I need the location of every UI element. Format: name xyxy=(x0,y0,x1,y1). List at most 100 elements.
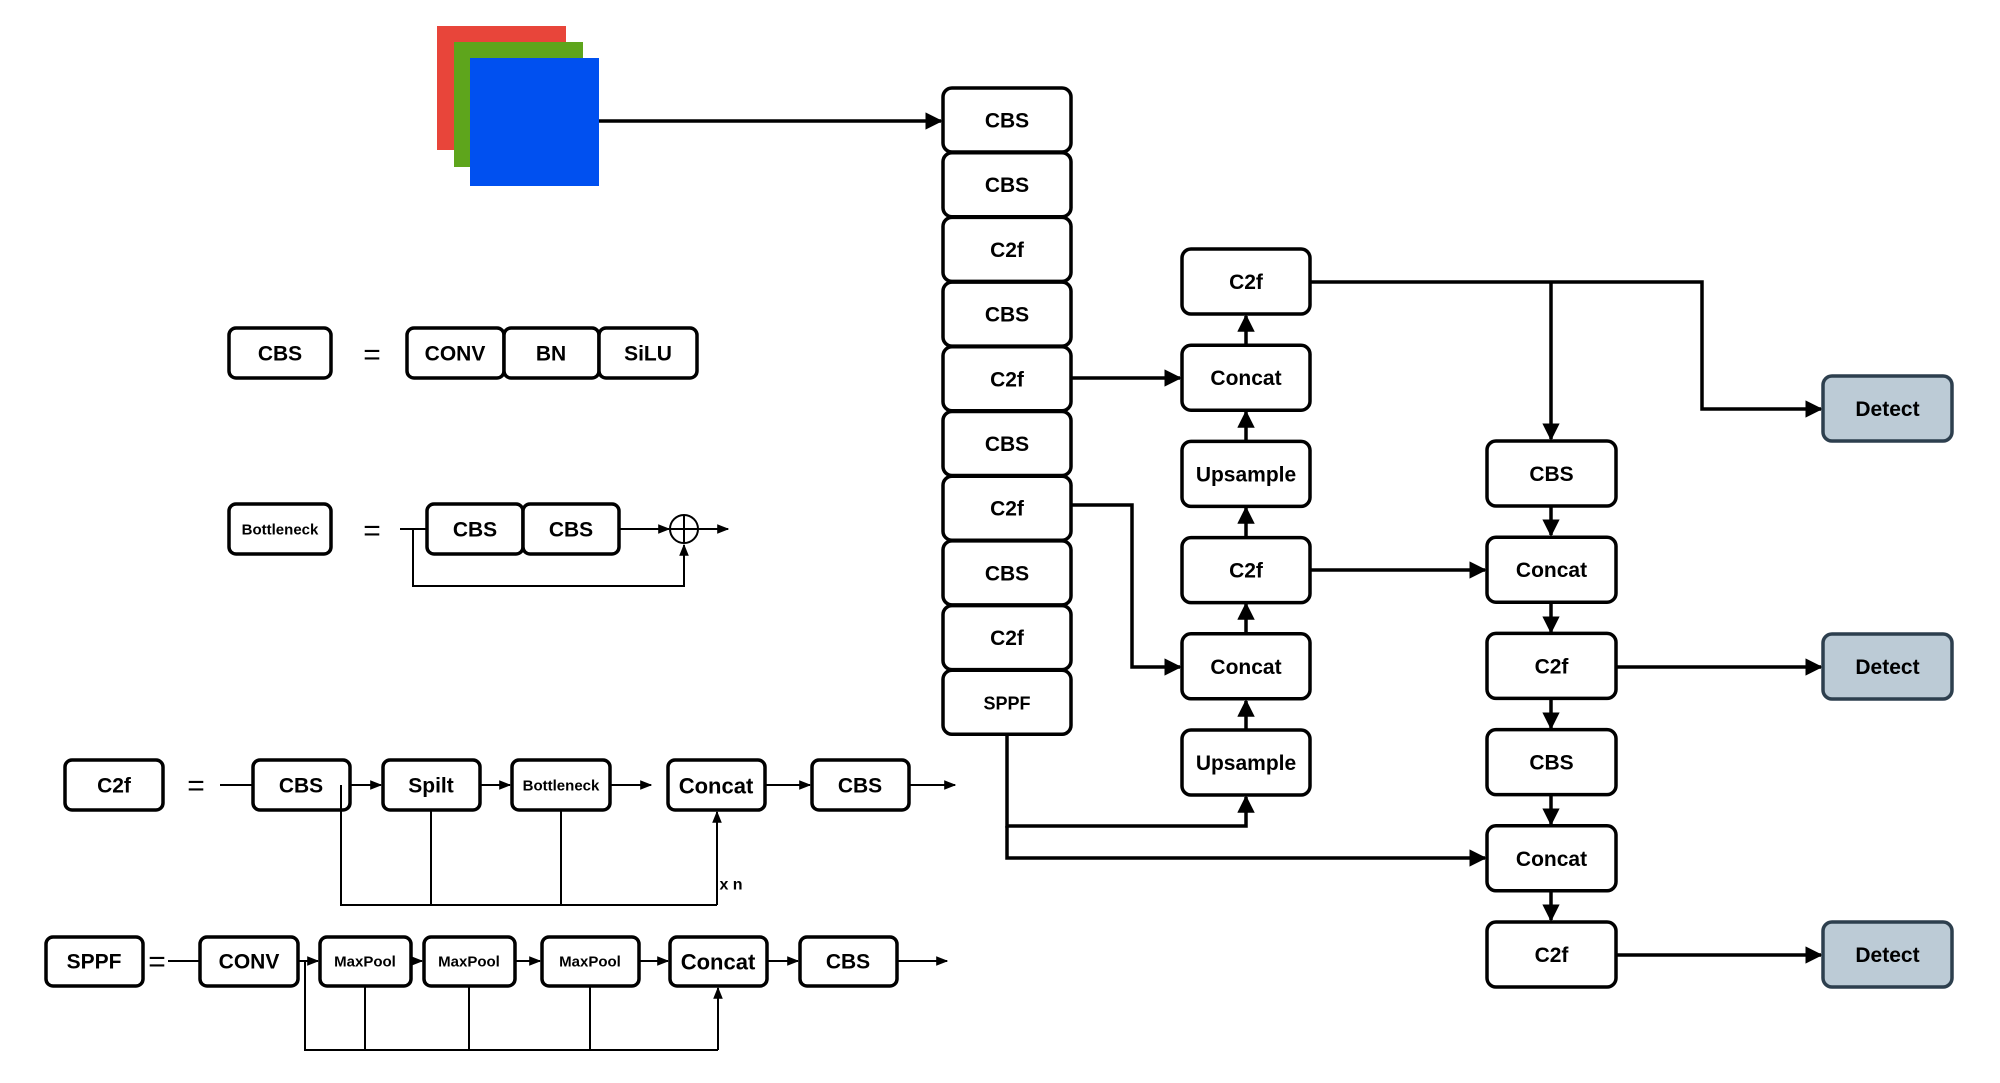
head-concat-5: Concat xyxy=(1485,824,1618,893)
legend-sppf-concat-label: Concat xyxy=(681,950,756,975)
backbone-cbs-8-label: CBS xyxy=(985,562,1029,585)
head-cbs-1: CBS xyxy=(1485,439,1618,508)
legend-sppf-label: SPPF xyxy=(67,951,122,974)
neck-upsample-3-label: Upsample xyxy=(1196,463,1296,486)
legend-cbs-conv-label: CONV xyxy=(425,343,486,366)
legend-cbs-silu-box xyxy=(597,326,699,380)
sppf-to-upsample-arrow xyxy=(1005,735,1255,828)
legend-c2f-bottleneck-label: Bottleneck xyxy=(523,778,600,795)
input-channel-blue xyxy=(470,58,599,186)
neck-c2f-1: C2f xyxy=(1180,247,1312,316)
head-concat-5-box xyxy=(1485,824,1618,893)
backbone-c2f-7-label: C2f xyxy=(990,498,1025,521)
legend-bottleneck-label: Bottleneck xyxy=(242,522,319,539)
input-image xyxy=(437,26,599,186)
backbone-cbs-2: CBS xyxy=(941,150,1073,219)
detect-head-1-box xyxy=(1821,374,1954,443)
backbone-sppf-10: SPPF xyxy=(941,668,1073,737)
neck-concat-2-box xyxy=(1180,343,1312,412)
backbone-c2f-3: C2f xyxy=(941,215,1073,284)
head-cbs-1-box xyxy=(1485,439,1618,508)
detect-head-3-box xyxy=(1821,920,1954,989)
head-c2f-6: C2f xyxy=(1485,920,1618,989)
backbone-c2f-5-label: C2f xyxy=(990,368,1025,391)
head-c2f-3-box xyxy=(1485,631,1618,701)
backbone-cbs-1: CBS xyxy=(941,86,1073,154)
backbone-c2f-9: C2f xyxy=(941,603,1073,672)
neck-concat-5: Concat xyxy=(1180,632,1312,701)
backbone-c2f-p4-to-concat-arrow xyxy=(1071,503,1182,676)
legend-bottleneck-cbs2-label: CBS xyxy=(549,519,593,542)
head-cbs-4-label: CBS xyxy=(1529,752,1573,775)
connectors xyxy=(599,112,1823,964)
legend-c2f-cbs1-label: CBS xyxy=(279,775,323,798)
legend-c2f-split-label: Spilt xyxy=(408,775,454,798)
backbone-cbs-4-label: CBS xyxy=(985,304,1029,327)
legend-cbs-bn-label: BN xyxy=(536,343,566,366)
backbone-cbs-2-label: CBS xyxy=(985,174,1029,197)
legend-bottleneck-box xyxy=(227,502,333,556)
detect-head-2-box xyxy=(1821,632,1954,701)
bottleneck-residual-arrow xyxy=(412,529,689,587)
neck-c2f-4: C2f xyxy=(1180,535,1312,605)
legend-sppf: SPPF = CONV MaxPool MaxPool MaxPool Conc… xyxy=(44,935,949,1051)
legend-c2f: C2f = CBS Spilt Bottleneck Concat CBS x … xyxy=(63,758,957,906)
neck-upsample-3: Upsample xyxy=(1180,439,1312,509)
legend-sppf-maxpool2-label: MaxPool xyxy=(438,954,500,971)
head-cbs-4-box xyxy=(1485,727,1618,797)
head-concat-5-label: Concat xyxy=(1516,848,1587,871)
backbone-sppf-10-label: SPPF xyxy=(983,693,1030,713)
backbone-cbs-1-label: CBS xyxy=(985,110,1029,133)
legend-c2f-cbs2-label: CBS xyxy=(838,775,882,798)
legend-bottleneck: Bottleneck = CBS CBS xyxy=(227,502,730,587)
legend-cbs-silu-label: SiLU xyxy=(624,343,672,366)
add-circle-icon xyxy=(669,514,699,544)
backbone-c2f-3-label: C2f xyxy=(990,239,1025,262)
legend-sppf-maxpool1-label: MaxPool xyxy=(334,954,396,971)
legend-cbs: CBS = CONV BN SiLU xyxy=(227,326,699,380)
c2f-skip-line xyxy=(340,785,717,906)
legend-c2f-concat-label: Concat xyxy=(679,774,754,799)
legend-cbs-equals: = xyxy=(363,339,381,372)
legend-sppf-maxpool3-label: MaxPool xyxy=(559,954,621,971)
legend-c2f-label: C2f xyxy=(97,775,132,798)
legend-c2f-equals: = xyxy=(187,770,205,803)
head-cbs-1-label: CBS xyxy=(1529,463,1573,486)
head-concat-2: Concat xyxy=(1485,535,1618,604)
neck-c2f-1-label: C2f xyxy=(1229,271,1264,294)
detect-head-2-label: Detect xyxy=(1855,656,1919,679)
neck-upsample-3-box xyxy=(1180,439,1312,509)
legend-sppf-box xyxy=(44,935,145,988)
head-c2f-6-box xyxy=(1485,920,1618,989)
backbone-cbs-4: CBS xyxy=(941,280,1073,348)
head-c2f-3: C2f xyxy=(1485,631,1618,701)
backbone-c2f-7: C2f xyxy=(941,474,1073,542)
neck-upsample-6: Upsample xyxy=(1180,728,1312,797)
neck-c2f-to-detect1-arrow xyxy=(1310,280,1823,418)
neck-concat-2-label: Concat xyxy=(1210,367,1281,390)
legend-cbs-box xyxy=(227,326,333,380)
head-c2f-3-label: C2f xyxy=(1535,655,1570,678)
backbone-sppf-10-box xyxy=(941,668,1073,737)
sppf-to-head-concat-arrow xyxy=(1005,826,1487,867)
legend-sppf-cbs-label: CBS xyxy=(826,951,870,974)
neck-c2f-4-label: C2f xyxy=(1229,560,1264,583)
head-concat-2-box xyxy=(1485,535,1618,604)
sppf-skip-line xyxy=(304,961,718,1051)
backbone-cbs-6-label: CBS xyxy=(985,433,1029,456)
detect-head-1: Detect xyxy=(1821,374,1954,443)
detect-head-1-label: Detect xyxy=(1855,398,1919,421)
head-c2f-6-label: C2f xyxy=(1535,944,1570,967)
neck-upsample-6-box xyxy=(1180,728,1312,797)
detect-head-2: Detect xyxy=(1821,632,1954,701)
detect-head-3: Detect xyxy=(1821,920,1954,989)
c2f-repeat-label: x n xyxy=(719,877,742,894)
legend-bottleneck-equals: = xyxy=(363,515,381,548)
legend-c2f-box xyxy=(63,758,165,812)
neck-c2f-1-box xyxy=(1180,247,1312,316)
